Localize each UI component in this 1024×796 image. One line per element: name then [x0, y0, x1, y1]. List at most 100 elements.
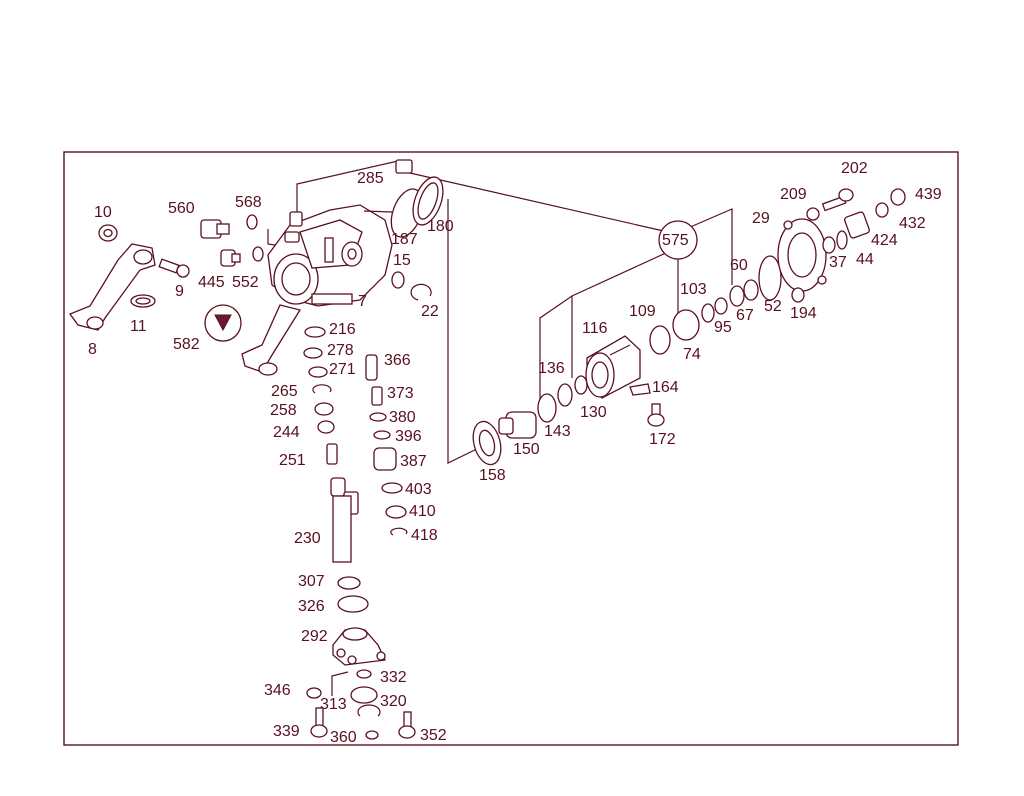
- callout-44: 44: [856, 251, 874, 268]
- callout-60: 60: [730, 257, 748, 274]
- callout-360: 360: [330, 729, 357, 746]
- callout-432: 432: [899, 215, 926, 232]
- part-445-fitting: [220, 249, 241, 267]
- callout-439: 439: [915, 186, 942, 203]
- diagram-frame: [63, 151, 959, 746]
- callout-143: 143: [544, 423, 571, 440]
- part-172-screw: [647, 403, 665, 427]
- part-387: [373, 447, 397, 471]
- callout-130: 130: [580, 404, 607, 421]
- part-278: [303, 347, 323, 359]
- callout-410: 410: [409, 503, 436, 520]
- callout-396: 396: [395, 428, 422, 445]
- callout-29: 29: [752, 210, 770, 227]
- callout-7: 7: [358, 293, 367, 310]
- part-418: [390, 527, 408, 536]
- valve-stack-parts: [365, 354, 408, 536]
- callout-258: 258: [270, 402, 297, 419]
- callout-216: 216: [329, 321, 356, 338]
- part-307: [337, 576, 361, 590]
- callout-265: 265: [271, 383, 298, 400]
- callout-445: 445: [198, 274, 225, 291]
- callout-230: 230: [294, 530, 321, 547]
- callout-380: 380: [389, 409, 416, 426]
- part-116-piston: [585, 335, 641, 399]
- part-360: [365, 730, 379, 740]
- part-52: [758, 255, 782, 301]
- callout-568: 568: [235, 194, 262, 211]
- callout-15: 15: [393, 252, 411, 269]
- part-582-plate: [204, 304, 242, 342]
- callout-278: 278: [327, 342, 354, 359]
- callout-37: 37: [829, 254, 847, 271]
- part-9-bolt: [158, 258, 190, 278]
- part-568-washer: [246, 214, 258, 230]
- part-150-adjuster: [498, 411, 537, 439]
- part-103: [701, 303, 715, 323]
- part-60: [743, 279, 759, 301]
- callout-326: 326: [298, 598, 325, 615]
- part-11-ring: [130, 294, 156, 308]
- part-180-seal-inner: [417, 182, 439, 220]
- part-326: [337, 595, 369, 613]
- part-22-clip: [410, 283, 432, 301]
- part-265: [312, 384, 332, 394]
- callout-307: 307: [298, 573, 325, 590]
- part-10-nut: [98, 224, 118, 242]
- part-202-screw: [821, 188, 854, 212]
- part-432: [875, 202, 889, 218]
- part-352-bolt: [398, 711, 416, 739]
- part-74: [672, 309, 700, 341]
- callout-339: 339: [273, 723, 300, 740]
- callout-209: 209: [780, 186, 807, 203]
- part-143: [537, 393, 557, 423]
- callout-202: 202: [841, 160, 868, 177]
- part-346: [306, 687, 322, 699]
- callout-136: 136: [538, 360, 565, 377]
- part-313: [357, 704, 381, 717]
- leader-lines: [267, 160, 733, 696]
- part-230-valve-shaft: [330, 477, 359, 563]
- part-244: [317, 420, 335, 434]
- part-332: [356, 669, 372, 679]
- callout-22: 22: [421, 303, 439, 320]
- part-7-gear-housing: [267, 204, 393, 307]
- part-424-nut: [844, 211, 870, 239]
- callout-285: 285: [357, 170, 384, 187]
- part-396: [373, 430, 391, 440]
- part-95: [714, 297, 728, 315]
- callout-67: 67: [736, 307, 754, 324]
- callout-52: 52: [764, 298, 782, 315]
- part-575-callout-circle: [658, 220, 698, 260]
- callout-292: 292: [301, 628, 328, 645]
- callout-103: 103: [680, 281, 707, 298]
- part-380: [369, 412, 387, 422]
- part-552-washer: [252, 246, 264, 262]
- callout-109: 109: [629, 303, 656, 320]
- callout-194: 194: [790, 305, 817, 322]
- part-109: [649, 325, 671, 355]
- callout-352: 352: [420, 727, 447, 744]
- callout-387: 387: [400, 453, 427, 470]
- callout-313: 313: [320, 696, 347, 713]
- callout-346: 346: [264, 682, 291, 699]
- part-8-pitman-arm: [68, 243, 156, 331]
- callout-8: 8: [88, 341, 97, 358]
- part-164: [629, 383, 651, 396]
- callout-10: 10: [94, 204, 112, 221]
- part-130: [557, 383, 573, 407]
- callout-582: 582: [173, 336, 200, 353]
- callout-373: 373: [387, 385, 414, 402]
- callout-366: 366: [384, 352, 411, 369]
- part-29-cover: [777, 218, 827, 292]
- part-560-fitting: [200, 219, 230, 239]
- part-158-lock-ring: [472, 420, 502, 466]
- part-37: [822, 236, 836, 254]
- part-366: [365, 354, 378, 381]
- part-320: [350, 686, 378, 704]
- callout-424: 424: [871, 232, 898, 249]
- callout-251: 251: [279, 452, 306, 469]
- part-439: [890, 188, 906, 206]
- part-403: [381, 482, 403, 494]
